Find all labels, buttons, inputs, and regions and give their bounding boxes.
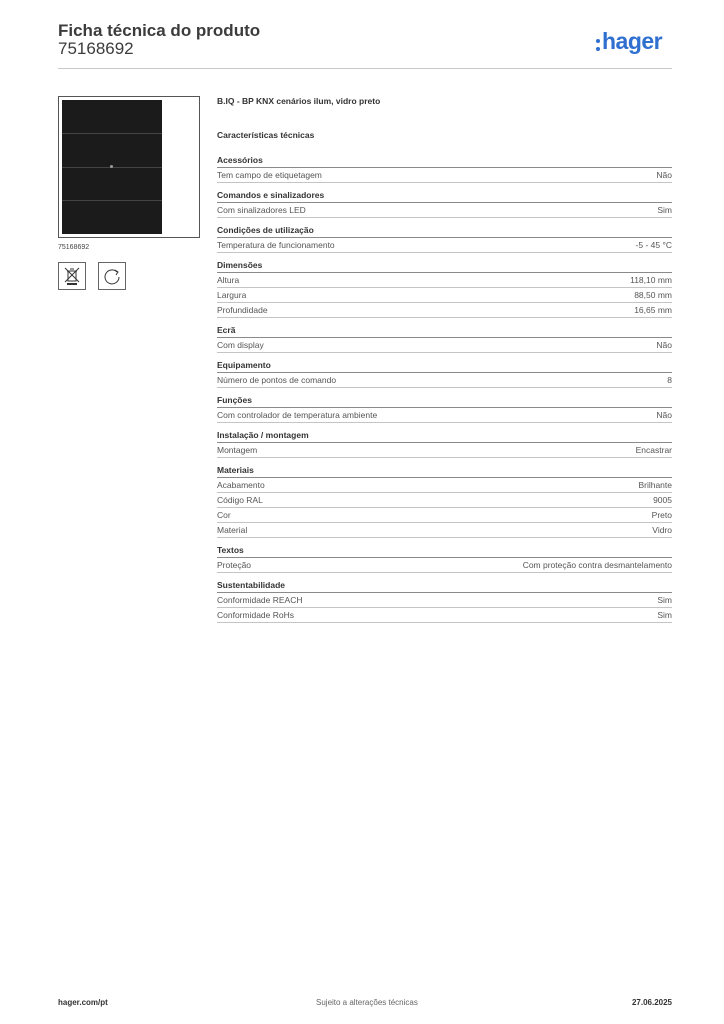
spec-group-title: Funções — [217, 394, 672, 408]
spec-row: Proteção Com proteção contra desmantelame… — [217, 558, 672, 573]
spec-group-title: Comandos e sinalizadores — [217, 189, 672, 203]
spec-row: Material Vidro — [217, 523, 672, 538]
spec-value: Vidro — [652, 525, 672, 535]
spec-label: Com display — [217, 340, 264, 350]
spec-row: Altura 118,10 mm — [217, 273, 672, 288]
spec-value: 118,10 mm — [630, 275, 672, 285]
header-divider — [58, 68, 672, 69]
spec-row: Com display Não — [217, 338, 672, 353]
product-image-caption: 75168692 — [58, 244, 90, 251]
spec-value: Com proteção contra desmantelamento — [522, 560, 672, 570]
panel-divider — [62, 133, 162, 134]
spec-label: Tem campo de etiquetagem — [217, 170, 322, 180]
spec-value: Não — [656, 410, 672, 420]
spec-label: Montagem — [217, 445, 258, 455]
spec-value: Preto — [651, 510, 672, 520]
product-image — [62, 100, 162, 234]
rotation-arrow-icon — [98, 262, 126, 290]
spec-value: Não — [656, 340, 672, 350]
spec-label: Acabamento — [217, 480, 265, 490]
product-name: B.IQ - BP KNX cenários ilum, vidro preto — [217, 96, 381, 106]
footer-date: 27.06.2025 — [631, 998, 672, 1007]
led-indicator — [110, 165, 113, 168]
spec-label: Conformidade RoHs — [217, 610, 295, 620]
spec-row: Cor Preto — [217, 508, 672, 523]
spec-row: Tem campo de etiquetagem Não — [217, 168, 672, 183]
spec-row: Acabamento Brilhante — [217, 478, 672, 493]
weee-crossed-bin-icon — [58, 262, 86, 290]
spec-row: Com sinalizadores LED Sim — [217, 203, 672, 218]
spec-label: Profundidade — [217, 305, 268, 315]
spec-value: Sim — [657, 205, 672, 215]
spec-label: Proteção — [217, 560, 252, 570]
spec-group-title: Instalação / montagem — [217, 429, 672, 443]
spec-value: 88,50 mm — [634, 290, 672, 300]
spec-row: Conformidade RoHs Sim — [217, 608, 672, 623]
header-product-code: 75168692 — [58, 39, 134, 58]
spec-row: Temperatura de funcionamento -5 - 45 °C — [217, 238, 672, 253]
spec-label: Número de pontos de comando — [217, 375, 337, 385]
spec-label: Material — [217, 525, 248, 535]
logo-text: hager — [602, 28, 663, 54]
product-image-frame — [58, 96, 200, 238]
spec-row: Com controlador de temperatura ambiente N… — [217, 408, 672, 423]
spec-label: Conformidade REACH — [217, 595, 303, 605]
spec-row: Montagem Encastrar — [217, 443, 672, 458]
spec-value: Brilhante — [638, 480, 672, 490]
spec-row: Conformidade REACH Sim — [217, 593, 672, 608]
header-title: Ficha técnica do produto — [58, 21, 261, 40]
logo-colon-icon — [596, 36, 600, 51]
spec-row: Largura 88,50 mm — [217, 288, 672, 303]
spec-label: Com controlador de temperatura ambiente — [217, 410, 378, 420]
spec-value: 16,65 mm — [634, 305, 672, 315]
footer-website: hager.com/pt — [58, 998, 108, 1007]
spec-row: Código RAL 9005 — [217, 493, 672, 508]
spec-group-title: Acessórios — [217, 154, 672, 168]
spec-label: Altura — [217, 275, 240, 285]
spec-label: Com sinalizadores LED — [217, 205, 306, 215]
spec-group-title: Materiais — [217, 464, 672, 478]
spec-label: Código RAL — [217, 495, 263, 505]
hager-logo: hager — [596, 28, 663, 55]
spec-group-title: Condições de utilização — [217, 224, 672, 238]
spec-value: 9005 — [653, 495, 672, 505]
spec-value: Não — [656, 170, 672, 180]
spec-row: Número de pontos de comando 8 — [217, 373, 672, 388]
spec-group-title: Equipamento — [217, 359, 672, 373]
spec-value: Sim — [657, 610, 672, 620]
spec-value: 8 — [667, 375, 672, 385]
spec-label: Temperatura de funcionamento — [217, 240, 335, 250]
spec-group-title: Ecrã — [217, 324, 672, 338]
spec-row: Profundidade 16,65 mm — [217, 303, 672, 318]
spec-group-title: Textos — [217, 544, 672, 558]
spec-label: Cor — [217, 510, 231, 520]
spec-value: Encastrar — [635, 445, 672, 455]
spec-value: -5 - 45 °C — [635, 240, 672, 250]
spec-value: Sim — [657, 595, 672, 605]
spec-group-title: Dimensões — [217, 259, 672, 273]
section-title: Características técnicas — [217, 130, 315, 140]
spec-group-title: Sustentabilidade — [217, 579, 672, 593]
panel-divider — [62, 200, 162, 201]
footer-notice: Sujeito a alterações técnicas — [316, 998, 418, 1007]
spec-label: Largura — [217, 290, 247, 300]
